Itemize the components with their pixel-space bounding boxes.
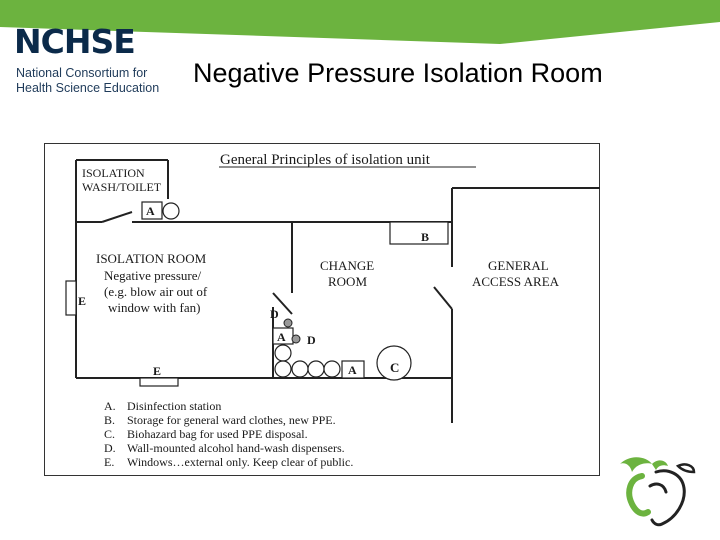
wash-toilet-door [101,211,133,223]
isolation-room-door [272,292,293,315]
legend-text-b: Storage for general ward clothes, new PP… [127,413,336,427]
legend-key-a: A. [104,399,116,413]
window-left [65,280,77,316]
floor-plan-figure: General Principles of isolation unit A I… [44,143,600,476]
marker-d-lower: D [307,333,316,347]
legend-text-e: Windows…external only. Keep clear of pub… [127,455,353,469]
marker-b: B [421,230,429,244]
legend-key-e: E. [104,455,114,469]
wash-basin [162,202,180,220]
marker-a-upper: A [277,330,286,344]
marker-d-upper: D [270,307,279,321]
sink-4 [307,360,325,378]
isolation-room-label-1: ISOLATION ROOM [96,251,207,266]
isolation-room-label-3: (e.g. blow air out of [104,284,208,299]
sink-3 [291,360,309,378]
logo-tagline: National Consortium for Health Science E… [16,66,159,96]
marker-a-wash: A [146,204,155,218]
marker-e-left: E [78,294,86,308]
sink-2 [274,360,292,378]
nchse-logo: NCHSE National Consortium for Health Sci… [12,24,172,100]
isolation-room-label-4: window with fan) [108,300,200,315]
figure-title: General Principles of isolation unit [220,152,431,168]
storage-b [389,221,449,245]
sink-1 [274,344,292,362]
marker-e-bottom: E [153,364,161,378]
isolation-room-label-2: Negative pressure/ [104,268,201,283]
logo-wordmark: NCHSE [14,22,136,61]
hand-wash-dispenser-1 [283,318,293,328]
legend-text-c: Biohazard bag for used PPE disposal. [127,427,308,441]
apple-icon [620,457,696,527]
floor-plan-svg: General Principles of isolation unit A I… [44,143,600,476]
change-room-label-2: ROOM [328,274,367,289]
legend-key-b: B. [104,413,115,427]
main-walls [75,187,600,423]
logo-tagline-line1: National Consortium for [16,66,148,80]
general-access-label-1: GENERAL [488,258,549,273]
legend-text-a: Disinfection station [127,399,221,413]
wash-disinfection-station [141,201,163,220]
wash-toilet-walls [75,159,169,222]
legend-text-d: Wall-mounted alcohol hand-wash dispenser… [127,441,345,455]
change-room-label-1: CHANGE [320,258,374,273]
header-band [0,0,720,44]
marker-a-lower: A [348,363,357,377]
change-disinfection-station-lower [341,360,365,379]
wash-toilet-label-1: ISOLATION [82,166,145,180]
slide-title: Negative Pressure Isolation Room [193,58,603,88]
change-room-door [433,286,453,310]
window-bottom [139,377,179,387]
biohazard-bag-c [376,345,412,381]
legend: A. Disinfection station B. Storage for g… [104,399,353,469]
general-access-label-2: ACCESS AREA [472,274,560,289]
legend-key-c: C. [104,427,115,441]
sink-5 [323,360,341,378]
marker-c: C [390,360,399,375]
wash-toilet-label-2: WASH/TOILET [82,180,162,194]
hand-wash-dispenser-2 [291,334,301,344]
logo-tagline-line2: Health Science Education [16,81,160,95]
legend-key-d: D. [104,441,116,455]
